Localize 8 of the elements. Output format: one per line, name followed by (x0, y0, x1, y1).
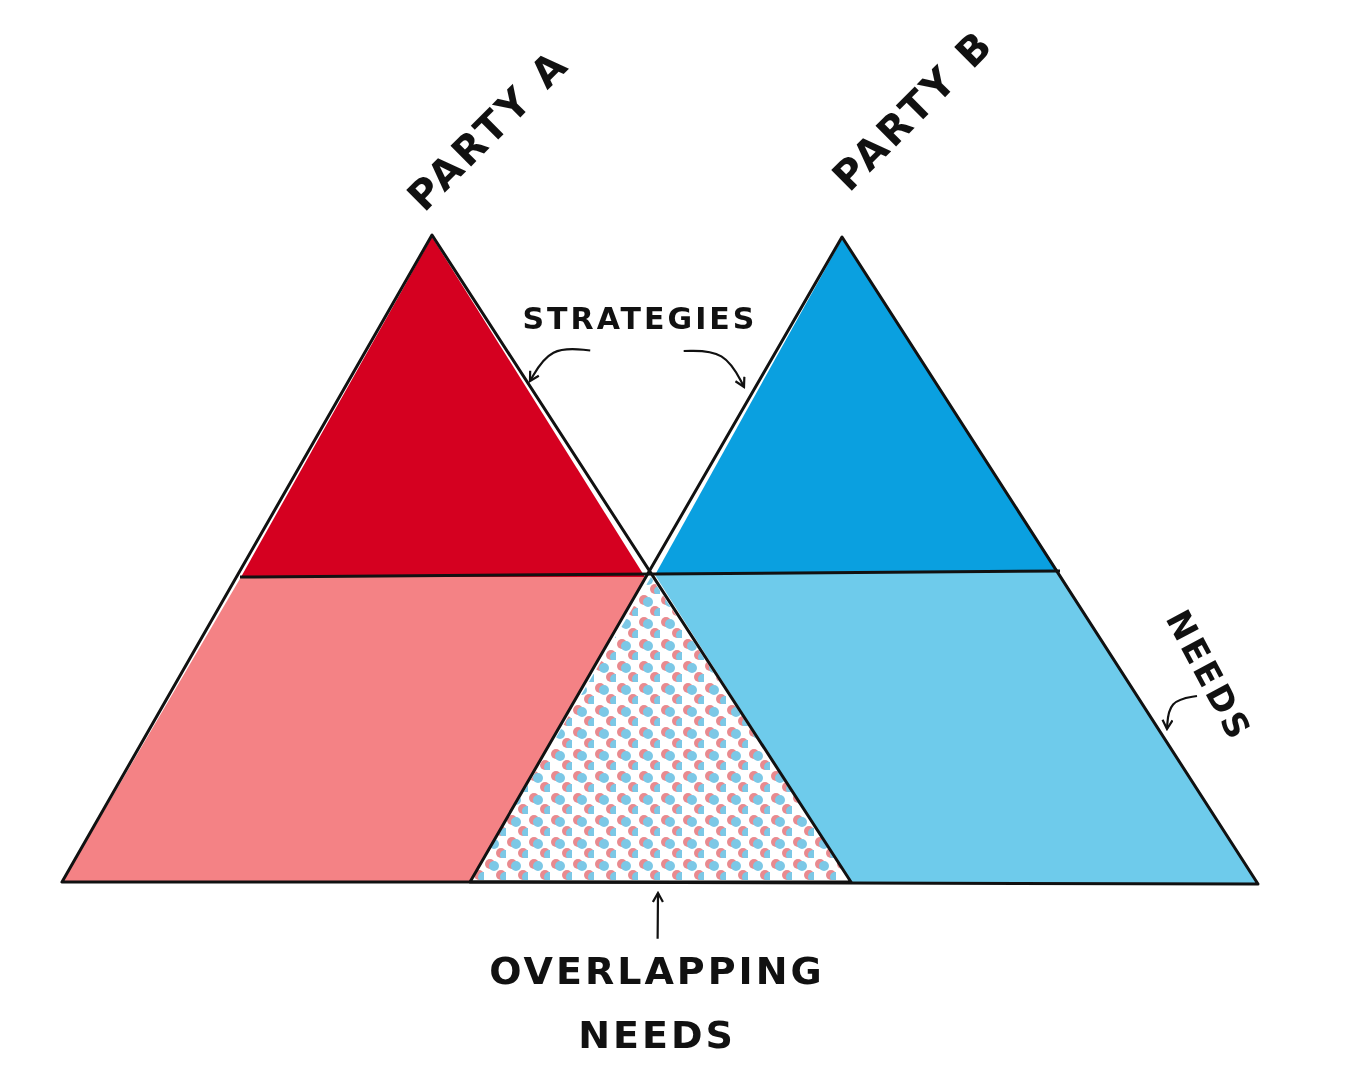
annotation-text: STRATEGIES (522, 299, 758, 338)
arrow (683, 349, 746, 389)
arrow (1161, 694, 1198, 731)
annotation-text: OVERLAPPING NEEDS (488, 947, 826, 1060)
arrow (651, 891, 664, 939)
needs-region (655, 571, 1257, 883)
needs-region (63, 577, 645, 881)
arrow (528, 347, 591, 383)
